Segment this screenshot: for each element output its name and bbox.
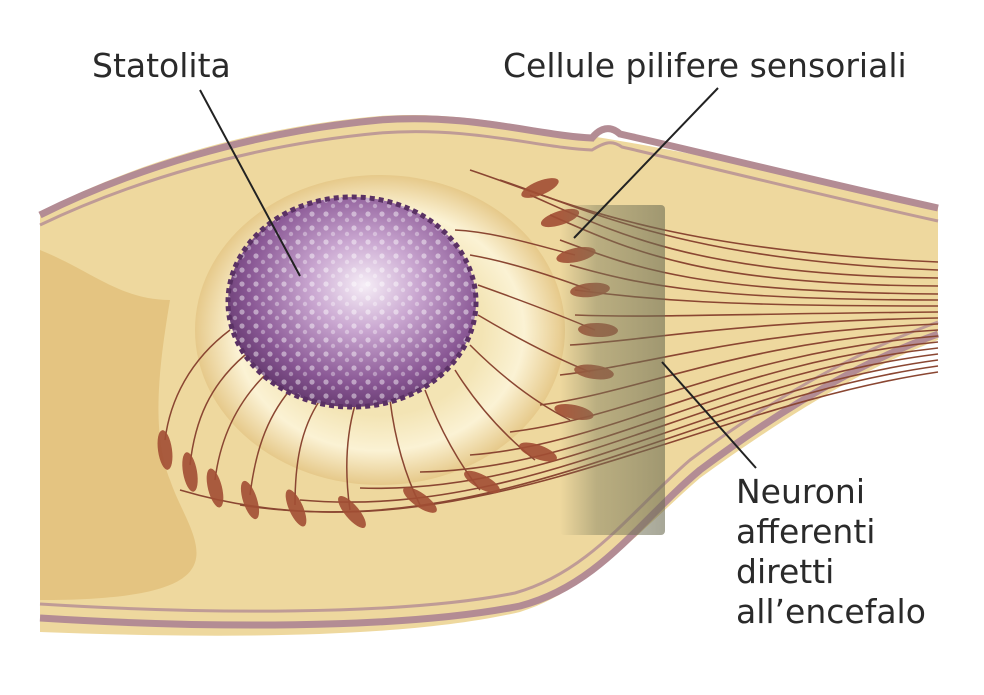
statolith-label: Statolita bbox=[92, 46, 231, 85]
afferent-neurons-label-line: afferenti bbox=[736, 512, 876, 551]
afferent-neurons-label-line: all’encefalo bbox=[736, 592, 926, 631]
organ-shadow bbox=[40, 250, 197, 600]
hair-cells-label: Cellule pilifere sensoriali bbox=[503, 46, 907, 85]
afferent-neurons-label-line: Neuroni bbox=[736, 472, 866, 511]
statolith bbox=[225, 194, 479, 410]
afferent-neurons-label-line: diretti bbox=[736, 552, 835, 591]
neurons-leader-line bbox=[661, 361, 757, 469]
nerve-shade-band bbox=[560, 205, 665, 535]
hair-cells-leader-line bbox=[573, 87, 719, 239]
afferent-neurons-label: Neuroni afferenti diretti all’encefalo bbox=[736, 472, 926, 632]
lower-membrane bbox=[39, 330, 940, 629]
statolith-leader-line bbox=[199, 89, 301, 277]
upper-membrane bbox=[38, 115, 939, 219]
